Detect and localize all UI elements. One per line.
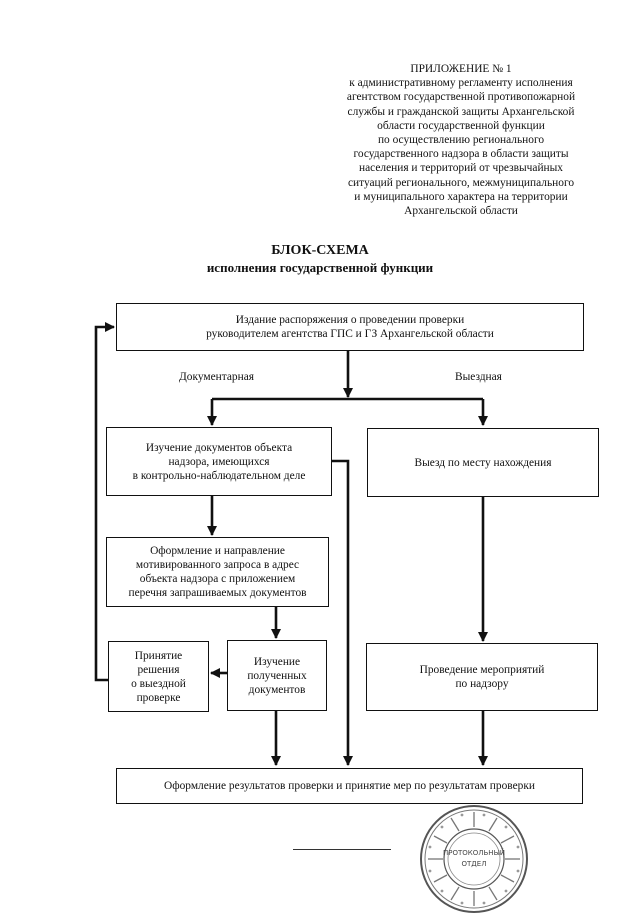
signature-line bbox=[293, 849, 391, 850]
stamp-text-line: ПРОТОКОЛЬНЫЙ bbox=[443, 848, 505, 857]
appendix-line: и муниципального характера на территории bbox=[354, 190, 568, 203]
appendix-line: государственного надзора в области защит… bbox=[353, 148, 569, 161]
appendix-line: к административному регламенту исполнени… bbox=[349, 77, 573, 90]
page-title: БЛОК-СХЕМА bbox=[271, 243, 369, 258]
measures-line: по надзору bbox=[455, 678, 509, 690]
appendix-line: по осуществлению регионального bbox=[377, 134, 545, 147]
appendix-line: Архангельской области bbox=[404, 205, 518, 218]
study-received-box: Изучение полученных документов bbox=[227, 640, 327, 711]
arrow-decision-to-order bbox=[94, 322, 115, 682]
request-line: Оформление и направление bbox=[150, 545, 285, 557]
appendix-line: ПРИЛОЖЕНИЕ № 1 bbox=[410, 63, 512, 75]
order-line: руководителем агентства ГПС и ГЗ Арханге… bbox=[206, 328, 494, 340]
result-text: Оформление результатов проверки и принят… bbox=[164, 780, 535, 792]
request-line: объекта надзора с приложением bbox=[139, 573, 296, 585]
study-documents-line: в контрольно-наблюдательном деле bbox=[132, 469, 306, 482]
measures-line: Проведение мероприятий bbox=[419, 664, 545, 676]
study-received-line: документов bbox=[248, 683, 306, 696]
request-line: перечня запрашиваемых документов bbox=[128, 587, 307, 599]
branch-onsite-label: Выездная bbox=[455, 371, 502, 383]
study-documents-line: Изучение документов объекта bbox=[145, 441, 293, 454]
onsite-visit-text: Выезд по месту нахождения bbox=[414, 456, 552, 469]
appendix-line: населения и территорий от чрезвычайных bbox=[359, 162, 563, 175]
arrow-study-documents-to-result bbox=[331, 459, 353, 766]
appendix-line: области государственной функции bbox=[377, 119, 545, 132]
decision-line: о выездной bbox=[131, 677, 186, 690]
decision-line: проверке bbox=[136, 691, 181, 704]
study-documents-line: надзора, имеющихся bbox=[168, 455, 270, 468]
order-box: Издание распоряжения о проведении провер… bbox=[116, 303, 584, 351]
study-received-line: полученных bbox=[247, 669, 307, 682]
appendix-line: агентством государственной противопожарн… bbox=[346, 91, 576, 104]
appendix-line: ситуаций регионального, межмуниципальног… bbox=[347, 176, 575, 189]
branch-documentary-label: Документарная bbox=[179, 371, 255, 383]
protocol-department-stamp: ПРОТОКОЛЬНЫЙ ОТДЕЛ bbox=[420, 805, 528, 913]
stamp-text-line: ОТДЕЛ bbox=[462, 860, 487, 868]
decision-line: решения bbox=[137, 663, 180, 676]
study-documents-box: Изучение документов объекта надзора, име… bbox=[106, 427, 332, 496]
appendix-line: службы и гражданской защиты Архангельско… bbox=[347, 105, 575, 118]
measures-box: Проведение мероприятий по надзору bbox=[366, 643, 598, 711]
decision-line: Принятие bbox=[134, 649, 183, 662]
request-line: мотивированного запроса в адрес bbox=[135, 559, 300, 571]
result-box: Оформление результатов проверки и принят… bbox=[116, 768, 583, 804]
request-box: Оформление и направление мотивированного… bbox=[106, 537, 329, 607]
appendix-header: ПРИЛОЖЕНИЕ № 1 к административному регла… bbox=[322, 62, 600, 218]
onsite-visit-box: Выезд по месту нахождения bbox=[367, 428, 599, 497]
study-received-line: Изучение bbox=[253, 655, 301, 668]
page-subtitle: исполнения государственной функции bbox=[206, 260, 434, 275]
decision-box: Принятие решения о выездной проверке bbox=[108, 641, 209, 712]
order-line: Издание распоряжения о проведении провер… bbox=[235, 314, 465, 326]
